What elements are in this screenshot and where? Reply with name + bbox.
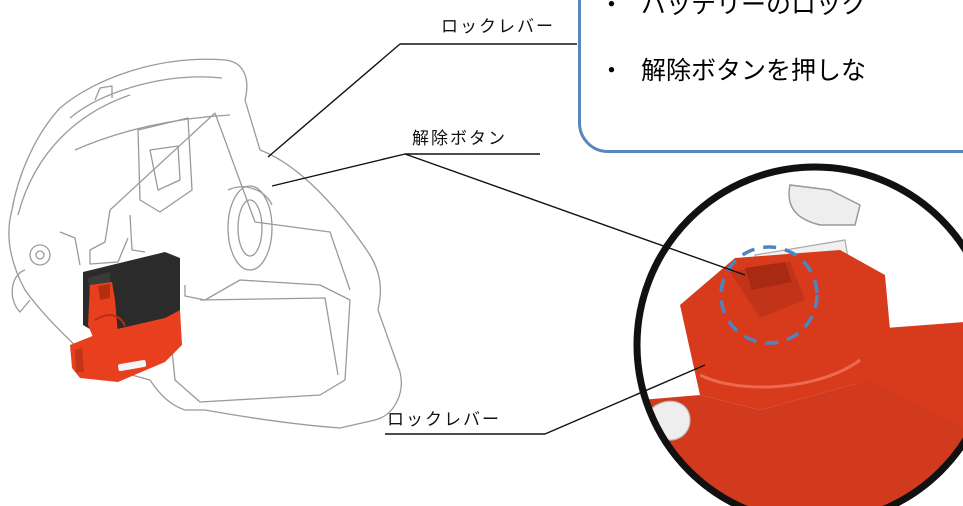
callout-note-1: ・バッテリーのロック	[599, 0, 866, 21]
zoom-ring	[633, 163, 963, 506]
battery-pack	[70, 252, 182, 382]
note-text: バッテリーのロック	[641, 0, 867, 19]
label-lock-lever-bottom: ロックレバー	[387, 410, 501, 430]
label-lock-lever-top: ロックレバー	[441, 17, 555, 37]
note-text: 解除ボタンを押しな	[641, 56, 867, 85]
label-release-button: 解除ボタン	[412, 129, 507, 149]
device-illustration	[8, 58, 402, 429]
instruction-callout: ・バッテリーのロック ・解除ボタンを押しな	[578, 0, 963, 153]
zoom-inset	[633, 163, 963, 506]
bullet-mark: ・	[599, 56, 625, 85]
leader-lines	[267, 43, 746, 435]
bullet-mark: ・	[599, 0, 625, 19]
release-button-highlight	[719, 245, 819, 345]
callout-note-2: ・解除ボタンを押しな	[599, 51, 866, 87]
